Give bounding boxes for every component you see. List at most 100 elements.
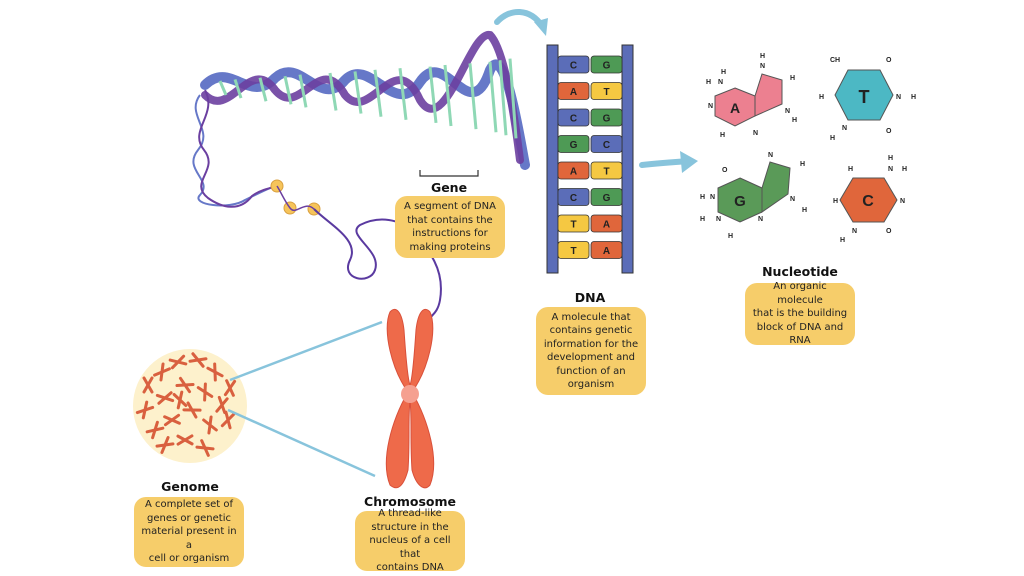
mini-chromosome	[155, 436, 175, 454]
mini-chromosome	[196, 382, 214, 402]
helix-rung	[328, 72, 338, 111]
helix-rung	[398, 68, 408, 120]
base-label: G	[603, 61, 611, 72]
helix-rung	[508, 58, 518, 139]
base-block-T	[557, 241, 590, 259]
svg-text:H: H	[721, 69, 726, 76]
helix-rung	[443, 64, 453, 127]
mini-chromosome	[220, 410, 236, 430]
base-block-G	[590, 108, 623, 127]
svg-text:H: H	[792, 117, 797, 124]
base-label: T	[570, 220, 576, 231]
helix-rung	[258, 77, 268, 102]
svg-text:O: O	[886, 228, 892, 235]
base-label: G	[603, 114, 611, 125]
helix-rung	[373, 69, 383, 117]
svg-text:O: O	[722, 167, 728, 174]
svg-text:H: H	[848, 166, 853, 173]
svg-text:T: T	[859, 87, 870, 107]
svg-text:H: H	[911, 94, 916, 101]
svg-text:H: H	[700, 216, 705, 223]
svg-text:H: H	[902, 166, 907, 173]
genome-description: A complete set of genes or genetic mater…	[134, 497, 244, 567]
mini-chromosome	[202, 415, 218, 435]
svg-text:H: H	[790, 75, 795, 82]
mini-chromosome	[176, 434, 194, 446]
mini-chromosome	[215, 395, 229, 415]
mini-chromosome	[145, 420, 165, 440]
mini-chromosome	[168, 354, 188, 370]
gene-title: Gene	[430, 180, 468, 195]
helix-rung	[488, 61, 498, 133]
mini-chromosome	[142, 376, 154, 394]
base-block-A	[590, 241, 623, 259]
svg-text:H: H	[833, 198, 838, 205]
svg-text:N: N	[753, 130, 758, 137]
base-block-A	[557, 161, 590, 180]
svg-text:N: N	[888, 166, 893, 173]
svg-text:H: H	[819, 94, 824, 101]
helix-rung	[298, 74, 308, 108]
base-label: T	[570, 246, 576, 257]
nucleotide-title: Nucleotide	[762, 264, 838, 279]
base-block-G	[557, 135, 590, 153]
base-label: T	[603, 87, 609, 98]
svg-text:N: N	[790, 196, 795, 203]
mini-chromosome	[155, 391, 175, 405]
svg-text:N: N	[718, 79, 723, 86]
helix-rung	[218, 80, 228, 96]
nucleotide-description: An organic molecule that is the building…	[745, 281, 855, 346]
mini-chromosome	[153, 362, 171, 382]
base-label: C	[570, 114, 577, 125]
dna-title: DNA	[574, 290, 606, 305]
base-label: G	[570, 140, 578, 151]
genome-title: Genome	[161, 479, 219, 494]
helix-rung	[353, 71, 363, 114]
svg-text:H: H	[888, 155, 893, 162]
mini-chromosome	[223, 379, 237, 397]
chromosome-title: Chromosome	[364, 494, 456, 509]
svg-text:N: N	[710, 194, 715, 201]
base-label: A	[603, 220, 610, 231]
svg-text:H: H	[840, 237, 845, 244]
base-block-C	[557, 55, 590, 74]
dna-helix-illustration	[192, 31, 530, 319]
base-block-A	[590, 214, 623, 233]
svg-text:CH: CH	[830, 57, 840, 64]
svg-text:N: N	[900, 198, 905, 205]
svg-text:O: O	[886, 128, 892, 135]
helix-rung	[283, 75, 293, 105]
helix-rung	[468, 63, 478, 130]
base-label: A	[570, 167, 577, 178]
svg-text:N: N	[896, 94, 901, 101]
zoom-line	[227, 408, 376, 478]
mini-chromosome	[175, 376, 195, 394]
base-label: C	[570, 193, 577, 204]
mini-chromosome	[135, 400, 155, 420]
mini-chromosome	[163, 413, 181, 427]
svg-text:N: N	[708, 103, 713, 110]
base-block-T	[590, 82, 623, 100]
dna-description: A molecule that contains genetic informa…	[536, 307, 646, 395]
mini-chromosome	[206, 362, 224, 382]
base-block-A	[557, 82, 590, 100]
svg-text:G: G	[734, 193, 746, 210]
svg-text:H: H	[728, 233, 733, 240]
mini-chromosome	[182, 401, 202, 419]
base-block-G	[590, 188, 623, 206]
base-block-C	[557, 108, 590, 127]
svg-text:H: H	[800, 161, 805, 168]
chromosome-description: A thread-like structure in the nucleus o…	[355, 508, 465, 573]
svg-text:N: N	[758, 216, 763, 223]
svg-text:H: H	[802, 207, 807, 214]
svg-text:O: O	[886, 57, 892, 64]
helix-rung	[233, 78, 243, 99]
mini-chromosome	[188, 352, 208, 368]
svg-text:N: N	[842, 125, 847, 132]
